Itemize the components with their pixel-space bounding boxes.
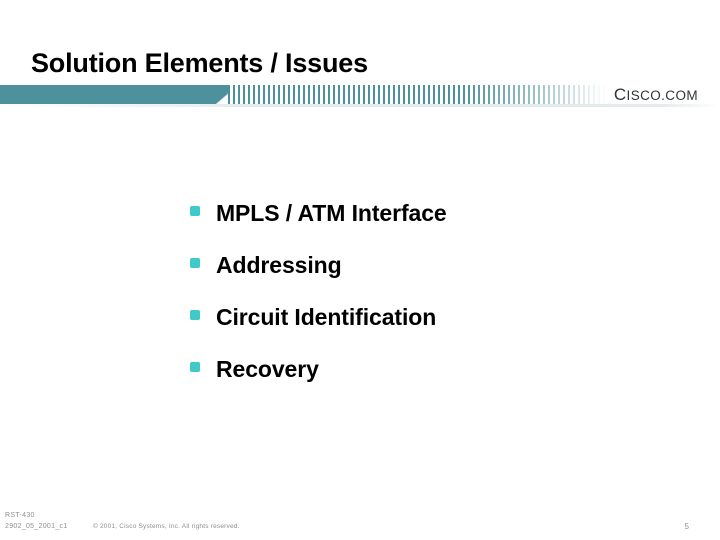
list-item: Addressing [190,252,690,304]
footer-doc-code: RST-430 [5,512,35,519]
bullet-dot-icon [190,362,200,372]
list-item-label: MPLS / ATM Interface [216,200,447,226]
header-bar-stripe-pattern [228,85,606,104]
list-item-label: Recovery [216,356,319,382]
list-item: MPLS / ATM Interface [190,200,690,252]
list-item-label: Addressing [216,252,342,278]
brand-rest-text: ISCO.COM [626,88,698,103]
header-rule-shadow [0,104,720,107]
bullet-dot-icon [190,310,200,320]
page-title: Solution Elements / Issues [31,48,368,78]
list-item-label: Circuit Identification [216,304,437,330]
footer-document-id: RST-430 2902_05_2001_c1 [5,511,68,533]
bullet-list: MPLS / ATM Interface Addressing Circuit … [190,200,690,408]
footer-page-number: 5 [684,522,689,531]
slide-footer: RST-430 2902_05_2001_c1 © 2001, Cisco Sy… [0,505,720,540]
bullet-dot-icon [190,206,200,216]
list-item: Circuit Identification [190,304,690,356]
header-rule [0,85,720,104]
cisco-com-brand: CISCO.COM [614,86,698,103]
header-bar-solid-segment [0,85,232,104]
footer-copyright-notice: © 2001, Cisco Systems, Inc. All rights r… [93,523,240,530]
list-item: Recovery [190,356,690,408]
brand-lead-letter: C [613,85,627,104]
footer-doc-revision: 2902_05_2001_c1 [5,522,68,530]
bullet-dot-icon [190,258,200,268]
